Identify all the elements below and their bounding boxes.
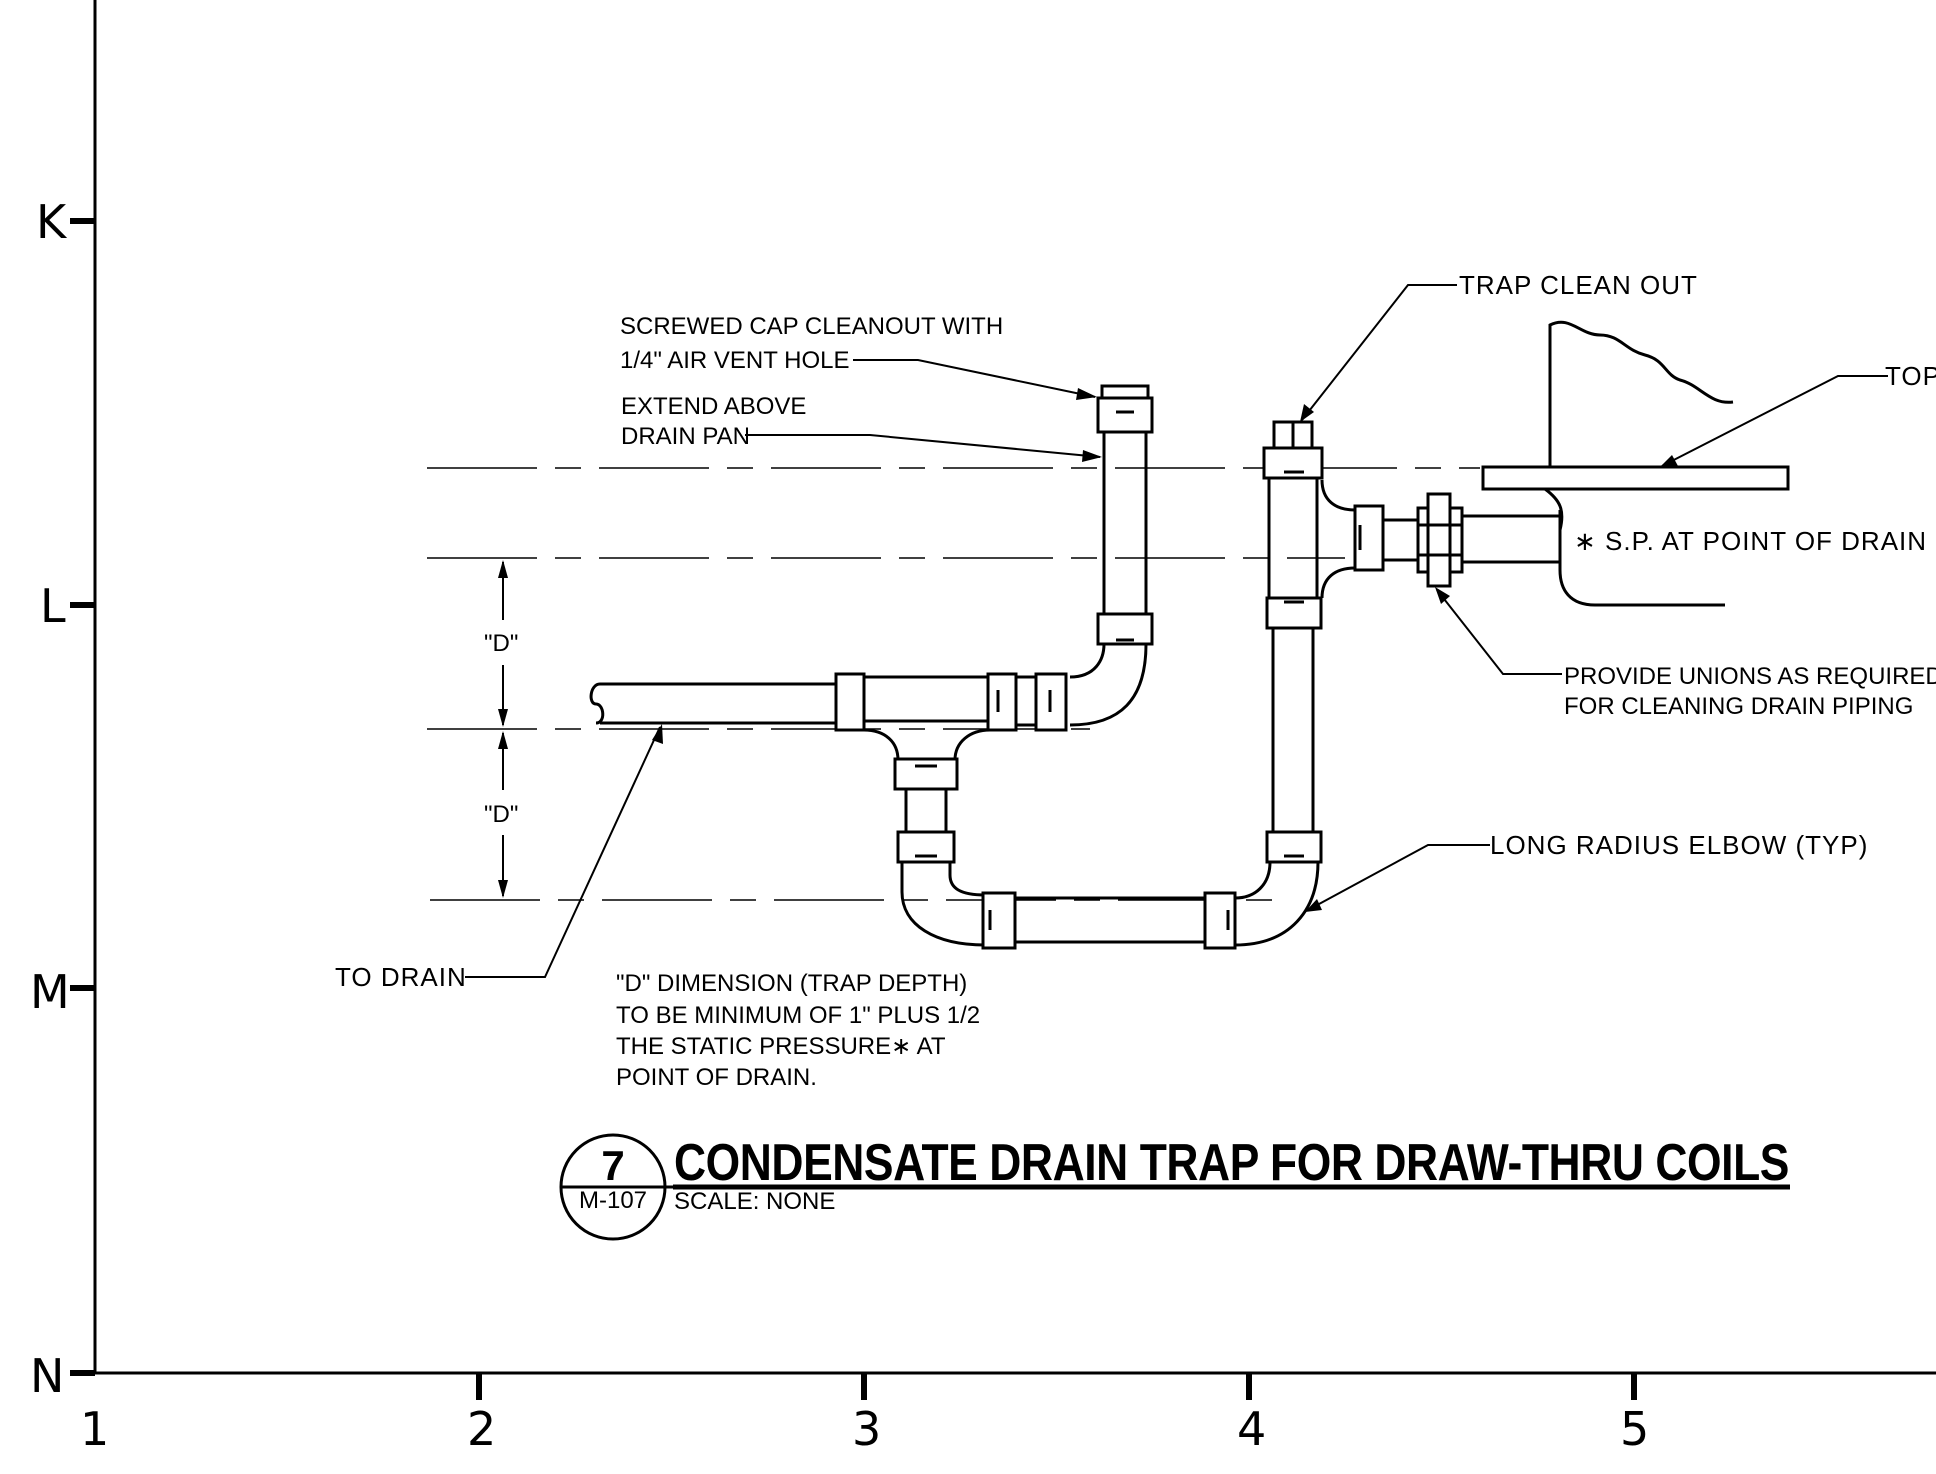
grid-col-1: 1: [80, 1402, 109, 1456]
note-line-2: TO BE MINIMUM OF 1" PLUS 1/2: [616, 1002, 980, 1029]
grid-col-5: 5: [1620, 1402, 1649, 1456]
outlet-riser: [1262, 420, 1562, 832]
note-line-4: POINT OF DRAIN.: [616, 1064, 817, 1091]
label-unions-2: FOR CLEANING DRAIN PIPING: [1564, 693, 1913, 720]
drain-line: [589, 672, 991, 832]
grid-row-m: M: [30, 965, 70, 1019]
grid-col-2: 2: [467, 1402, 496, 1456]
label-extend-1: EXTEND ABOVE: [621, 393, 806, 420]
trap-u-bend: [896, 830, 1323, 950]
grid-row-n: N: [30, 1349, 64, 1403]
dimension-d-lower: "D": [484, 801, 518, 828]
label-to-drain: TO DRAIN: [335, 962, 467, 992]
grid-frame: [70, 0, 1936, 1400]
grid-row-l: L: [40, 579, 66, 633]
cleanout-riser: [1096, 384, 1154, 646]
detail-scale: SCALE: NONE: [674, 1188, 835, 1215]
title-block: [559, 1133, 1790, 1241]
upper-horizontal-run: [864, 643, 1148, 732]
label-static-pressure: ∗ S.P. AT POINT OF DRAIN: [1574, 526, 1927, 556]
label-extend-2: DRAIN PAN: [621, 423, 750, 450]
label-unions-1: PROVIDE UNIONS AS REQUIRED: [1564, 663, 1936, 690]
label-screwed-cap-1: SCREWED CAP CLEANOUT WITH: [620, 313, 1003, 340]
label-long-radius-elbow: LONG RADIUS ELBOW (TYP): [1490, 830, 1868, 860]
grid-col-4: 4: [1237, 1402, 1266, 1456]
note-line-1: "D" DIMENSION (TRAP DEPTH): [616, 970, 967, 997]
label-screwed-cap-2: 1/4" AIR VENT HOLE: [620, 347, 850, 374]
grid-row-k: K: [36, 195, 68, 249]
detail-number: 7: [601, 1142, 624, 1189]
label-trap-clean-out: TRAP CLEAN OUT: [1459, 270, 1698, 300]
dimension-d-upper: "D": [484, 630, 518, 657]
sheet-reference: M-107: [579, 1187, 647, 1214]
detail-title: CONDENSATE DRAIN TRAP FOR DRAW-THRU COIL…: [674, 1134, 1789, 1192]
label-top: TOP: [1885, 361, 1936, 391]
leaders: [465, 284, 1888, 978]
trap-depth-dimension: [498, 560, 508, 898]
grid-col-3: 3: [852, 1402, 881, 1456]
drain-pan: [1481, 320, 1790, 607]
note-line-3: THE STATIC PRESSURE∗ AT: [616, 1033, 946, 1060]
